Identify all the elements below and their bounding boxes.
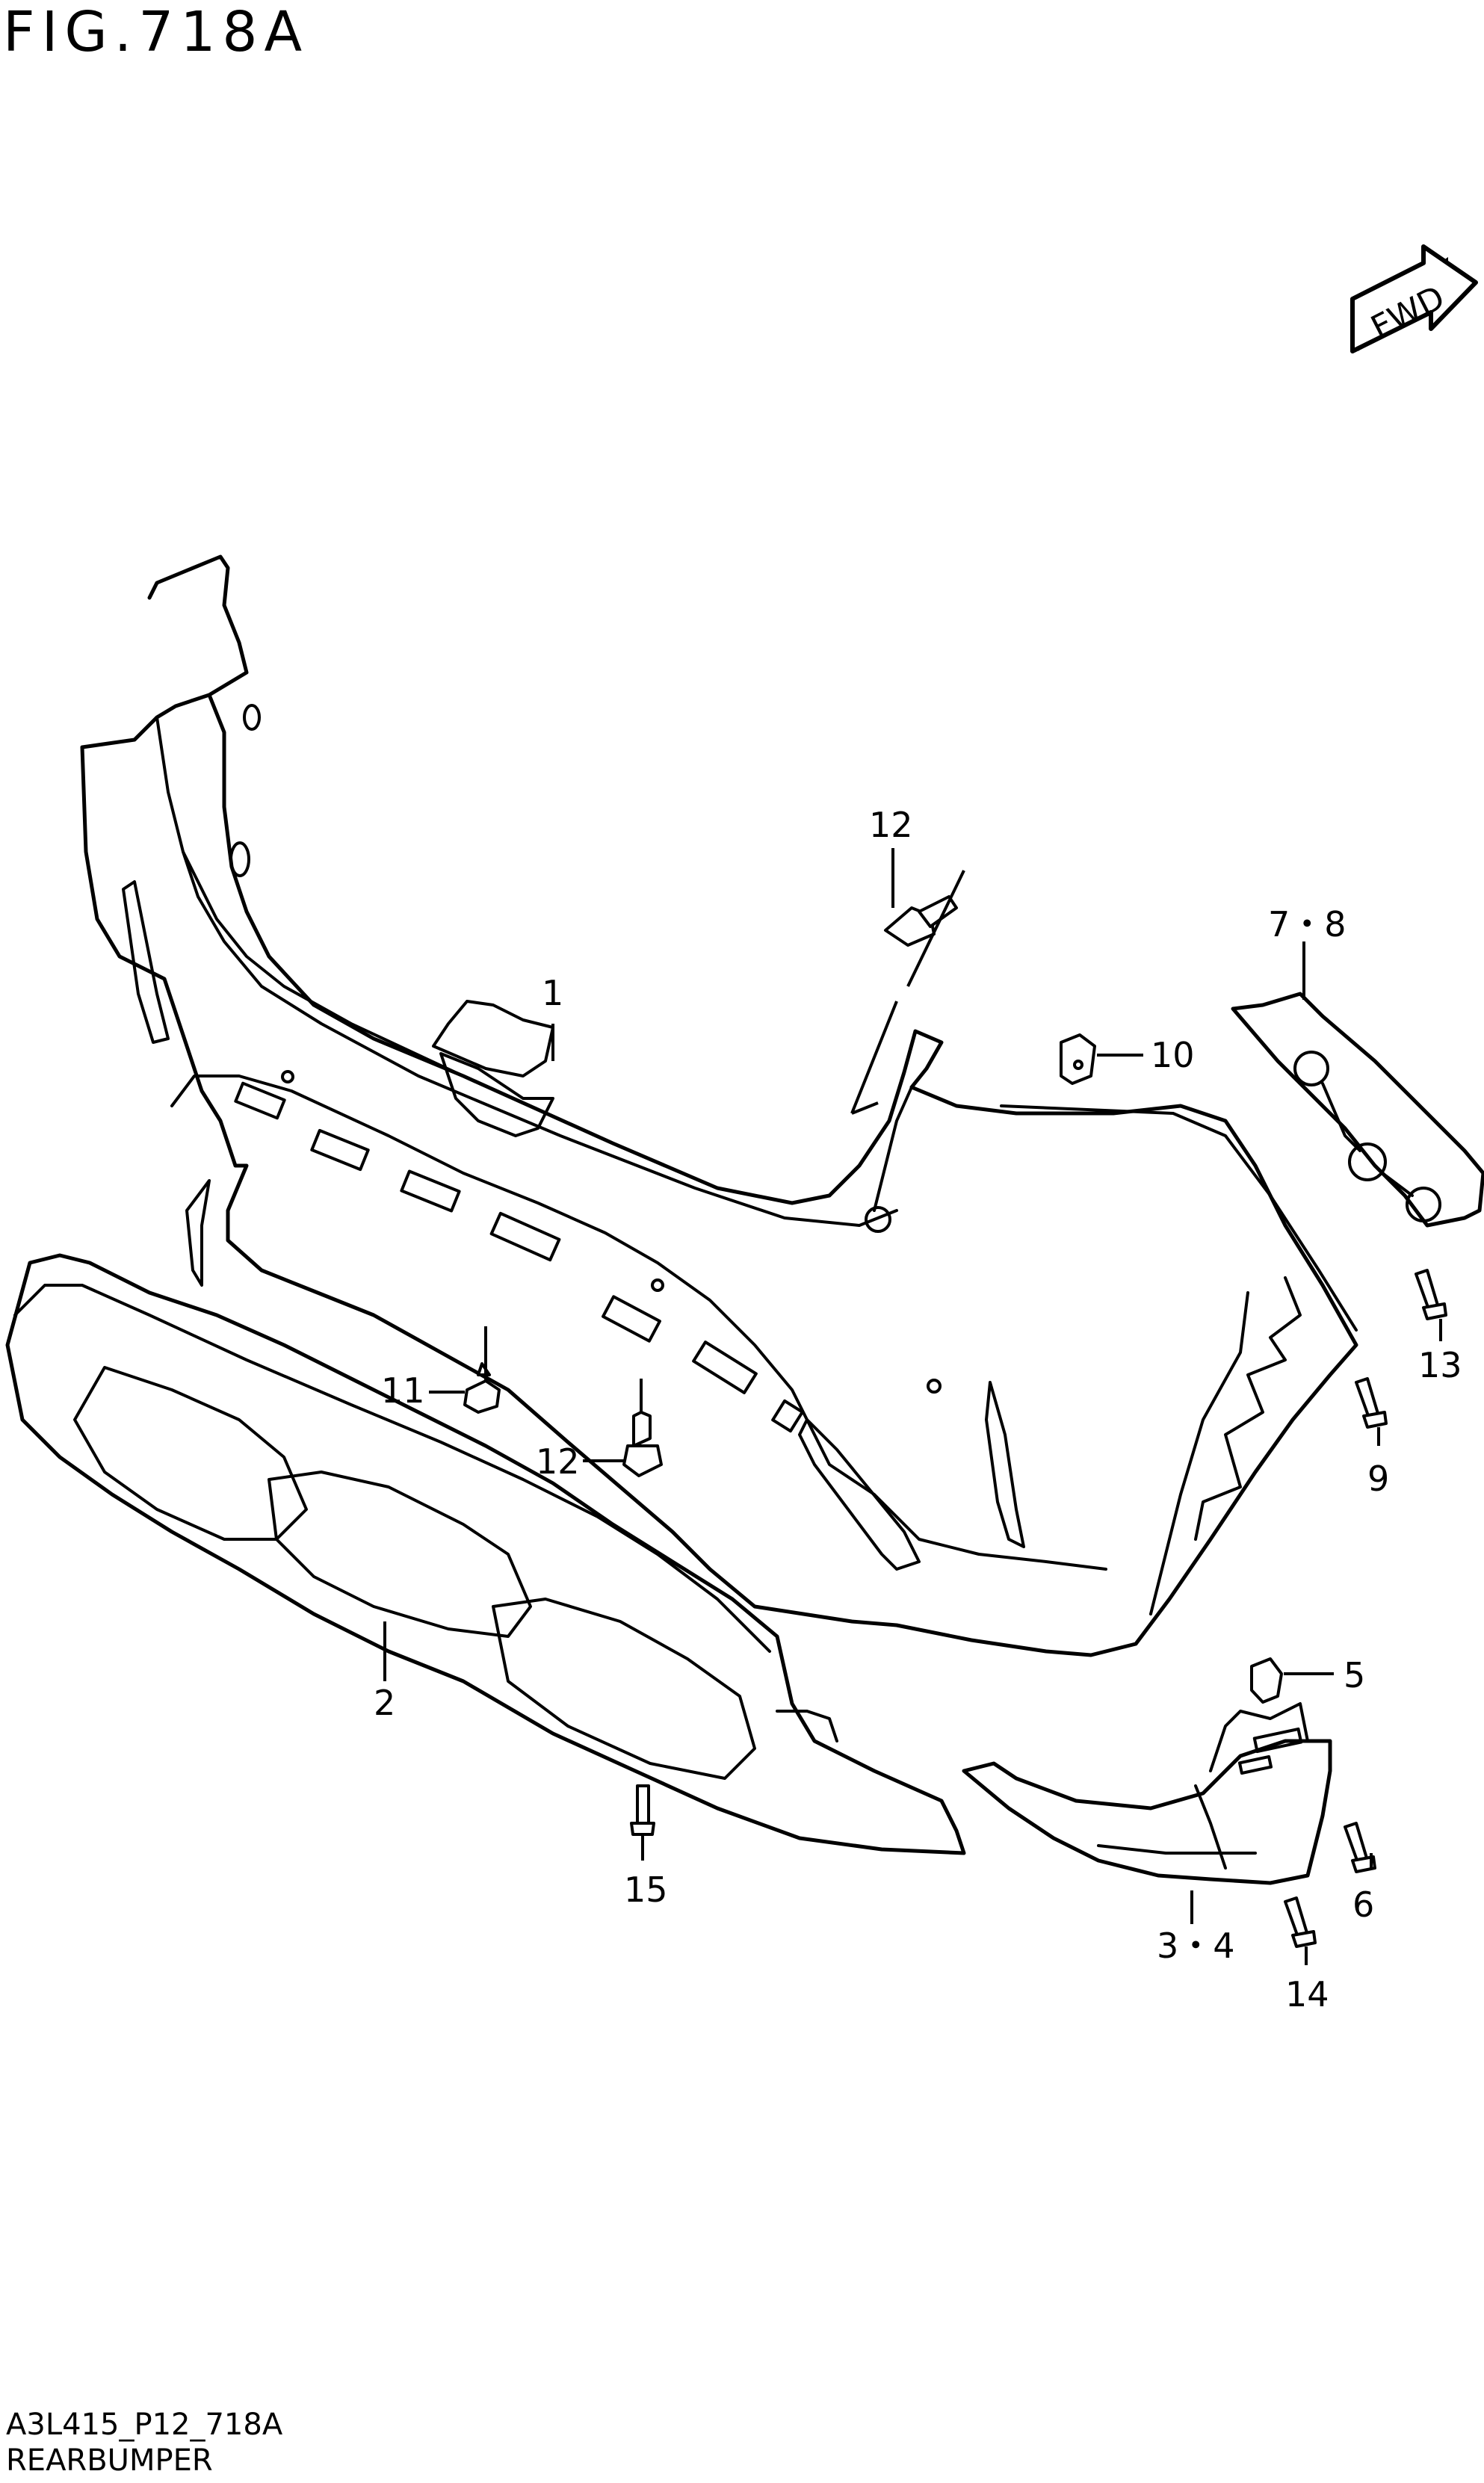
callout-10: 10 xyxy=(1151,1035,1195,1075)
fwd-arrow-icon: FWD xyxy=(1350,244,1478,353)
callout-12-top: 12 xyxy=(869,805,913,845)
screw-14-icon xyxy=(1284,1896,1317,1948)
screw-15-icon xyxy=(630,1784,655,1836)
rear-side-extension xyxy=(962,1702,1332,1885)
screw-9-icon xyxy=(1355,1377,1388,1429)
leader-lines xyxy=(383,848,1442,1965)
screw-6-icon xyxy=(1344,1822,1376,1873)
bolt-12-bottom-icon xyxy=(622,1411,663,1477)
callout-1: 1 xyxy=(542,973,563,1013)
screw-13-icon xyxy=(1415,1269,1447,1320)
callout-11: 11 xyxy=(381,1370,425,1411)
figure-caption: REARBUMPER xyxy=(6,2443,213,2478)
rear-diffuser xyxy=(5,1253,966,1855)
figure-title: FIG.718A xyxy=(3,0,309,64)
callout-3-4: 3・4 xyxy=(1157,1926,1235,1966)
callout-12-bottom: 12 xyxy=(536,1441,580,1482)
callout-9: 9 xyxy=(1367,1459,1389,1499)
callout-15: 15 xyxy=(624,1870,668,1910)
callout-5: 5 xyxy=(1344,1655,1365,1695)
rear-bumper-cover xyxy=(80,554,1358,1657)
callout-7-8: 7・8 xyxy=(1268,904,1347,944)
callout-6: 6 xyxy=(1352,1884,1374,1925)
bolt-12-top-icon xyxy=(884,895,958,947)
nut-5-icon xyxy=(1250,1657,1283,1704)
clip-10-icon xyxy=(1060,1033,1096,1085)
rear-bumper-bracket xyxy=(1231,992,1484,1228)
callout-14: 14 xyxy=(1285,1974,1329,2014)
figure-code: A3L415_P12_718A xyxy=(6,2408,283,2442)
callout-13: 13 xyxy=(1418,1345,1462,1385)
callout-2: 2 xyxy=(374,1683,395,1723)
